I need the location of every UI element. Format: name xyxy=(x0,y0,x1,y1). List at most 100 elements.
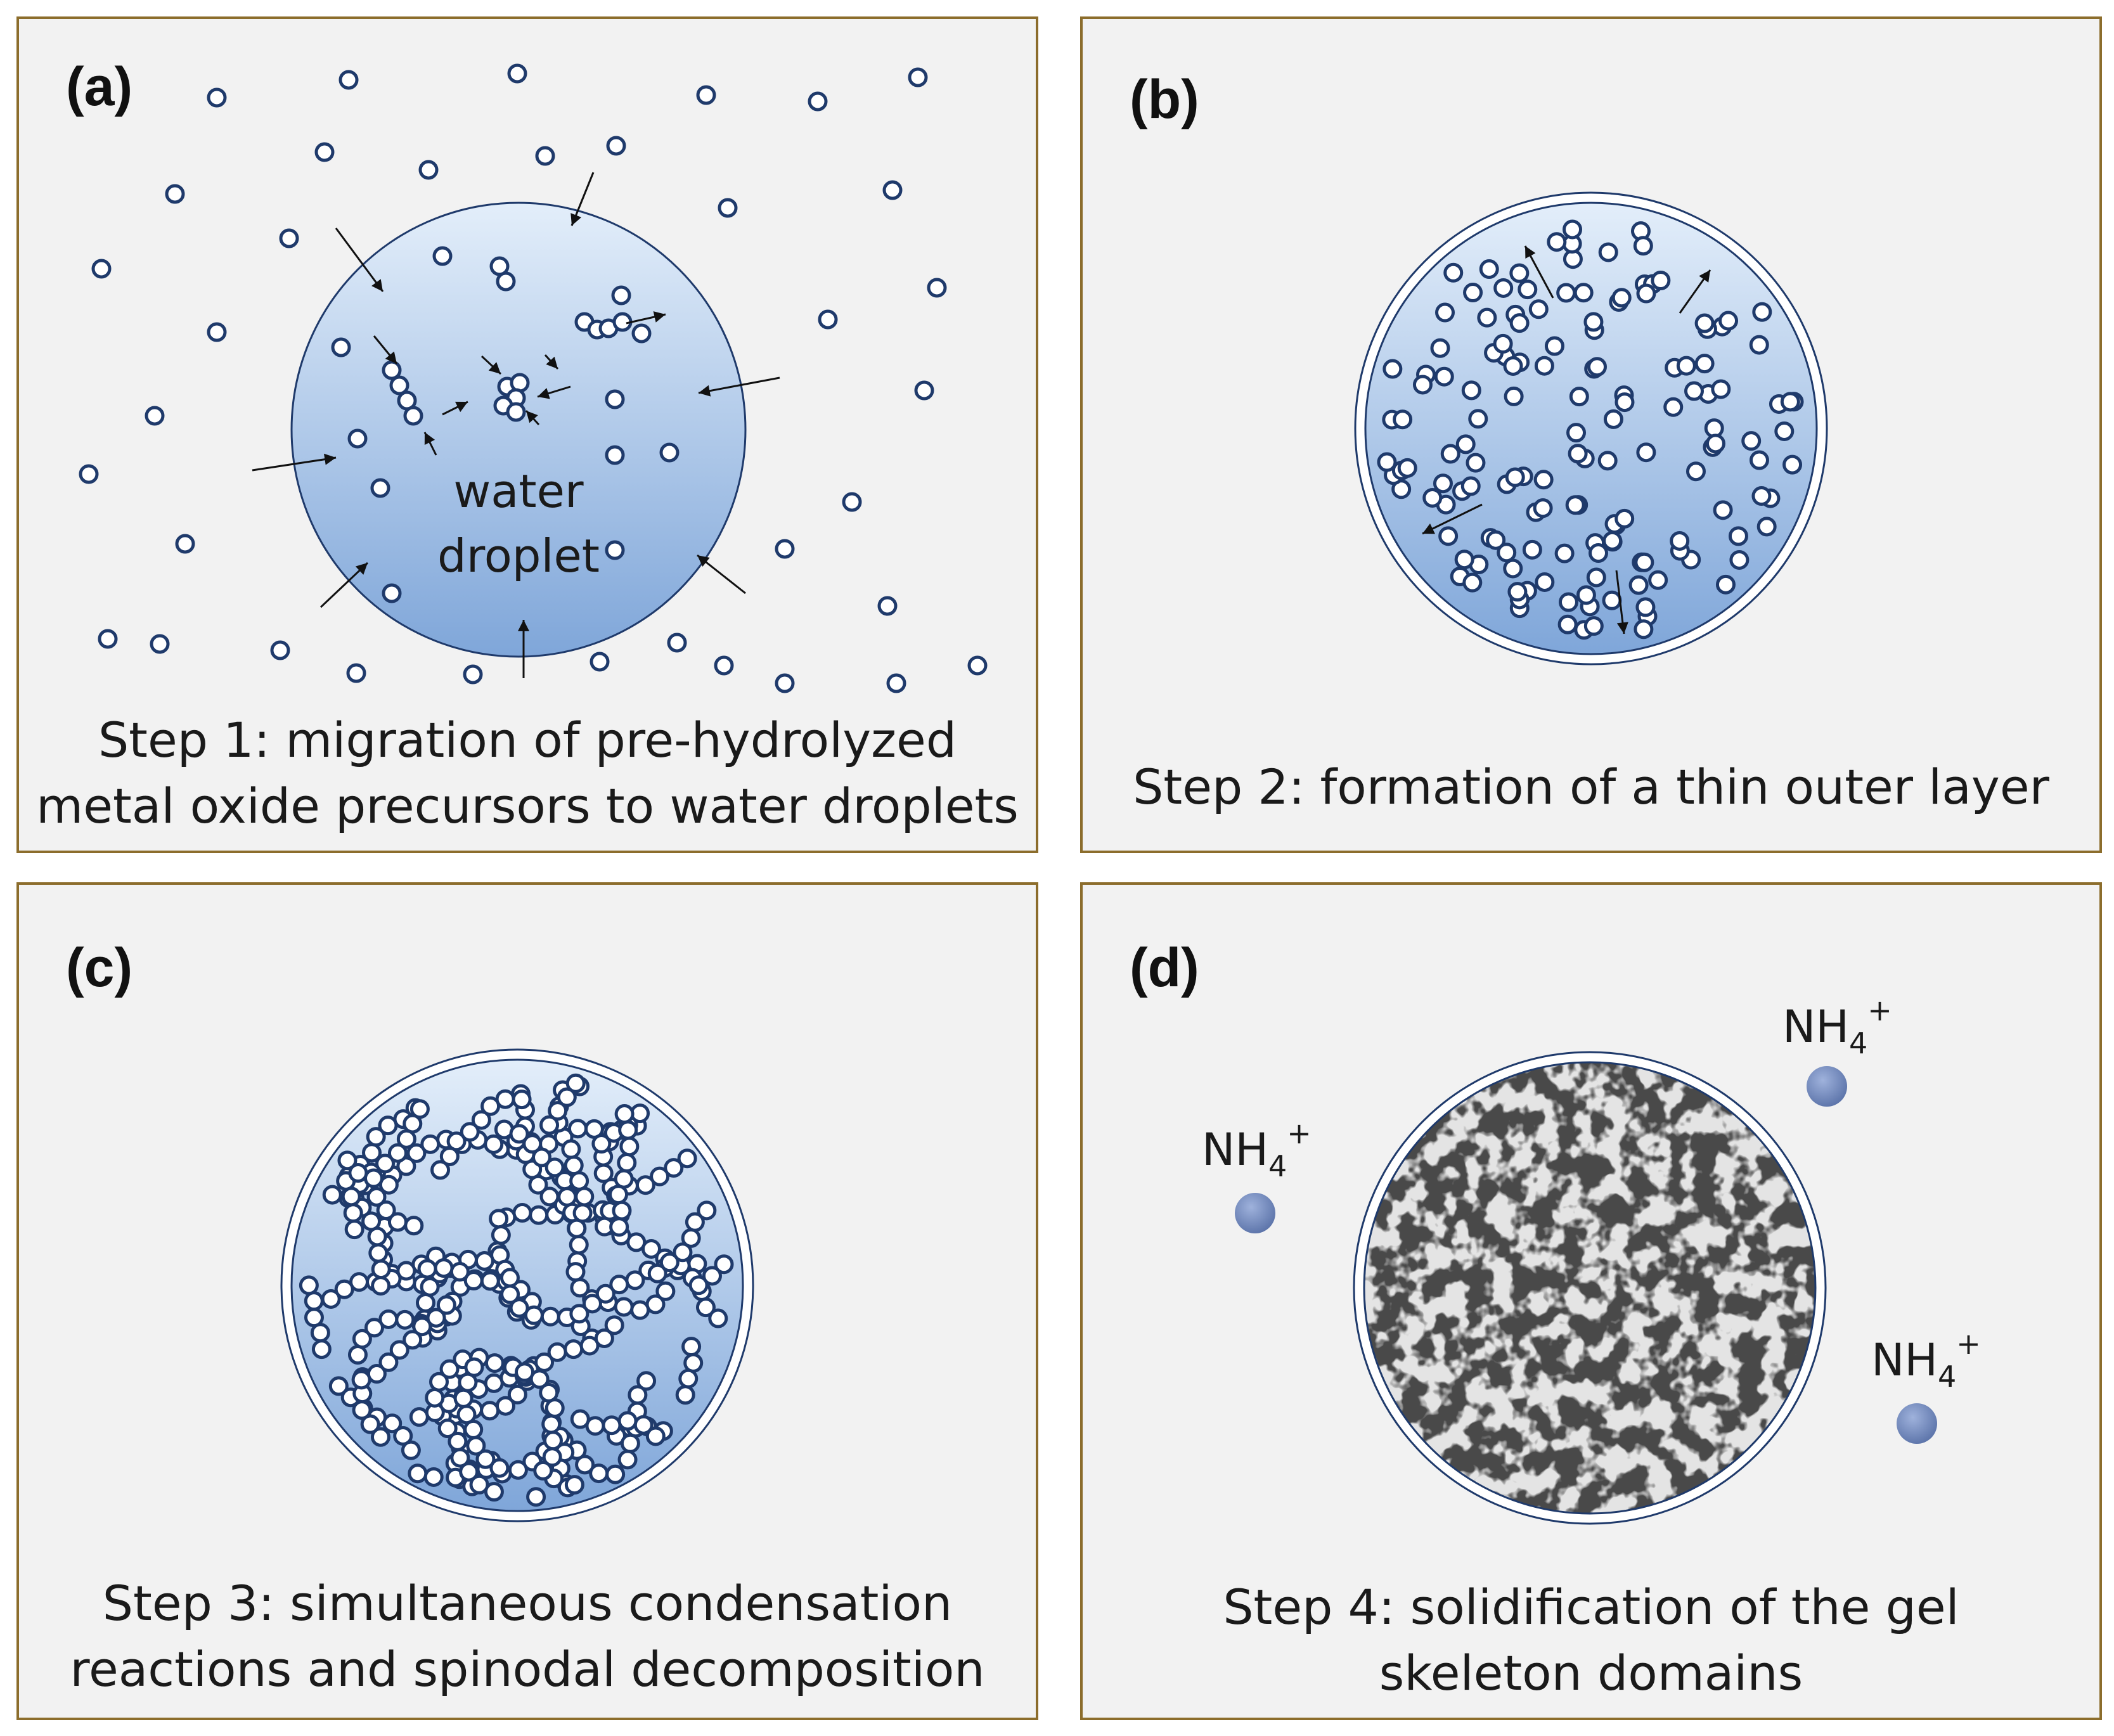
precursor-particle xyxy=(605,445,625,465)
chain-particle xyxy=(389,1340,409,1360)
precursor-particle xyxy=(775,539,795,559)
panel-a-caption: Step 1: migration of pre-hydrolyzed meta… xyxy=(19,707,1036,839)
chain-particle xyxy=(529,1205,549,1225)
precursor-particle xyxy=(877,596,898,616)
chain-particle xyxy=(437,1418,458,1439)
chain-particle xyxy=(677,1148,697,1169)
chain-particle xyxy=(702,1266,722,1286)
ammonium-base: NH xyxy=(1202,1124,1268,1176)
panel-b-label: (b) xyxy=(1130,69,1199,130)
gel-particle xyxy=(1455,434,1476,454)
chain-particle xyxy=(612,1200,632,1221)
gel-skeleton-texture xyxy=(1364,1062,1815,1514)
chain-particle xyxy=(480,1271,500,1291)
chain-particle xyxy=(366,1127,386,1147)
gel-particle xyxy=(1509,263,1530,283)
chain-particle xyxy=(655,1281,676,1301)
gel-particle xyxy=(1648,570,1668,590)
precursor-particle xyxy=(98,629,118,649)
gel-particle xyxy=(1633,236,1653,256)
gel-particle xyxy=(1711,379,1731,399)
gel-particle xyxy=(1554,543,1575,563)
gel-particle xyxy=(1635,597,1656,617)
ammonium-label-right: NH4+ xyxy=(1871,1327,1981,1394)
chain-particle xyxy=(543,1431,563,1451)
droplet-core-outline xyxy=(1363,1061,1817,1515)
chain-particle xyxy=(453,1388,474,1408)
chain-particle xyxy=(548,1101,568,1121)
ammonium-ball-top-right xyxy=(1807,1066,1847,1107)
chain-particle xyxy=(565,1073,586,1093)
gel-particle xyxy=(1752,302,1772,322)
precursor-particle xyxy=(818,309,838,330)
chain-particle xyxy=(415,1292,435,1313)
chain-particle xyxy=(602,1415,622,1436)
precursor-particle xyxy=(432,246,453,266)
gel-particle xyxy=(1602,530,1623,551)
chain-particle xyxy=(540,1306,560,1327)
chain-particle xyxy=(489,1209,509,1229)
chain-particle xyxy=(328,1376,349,1396)
chain-particle xyxy=(426,1308,446,1328)
migration-arrow-head xyxy=(355,563,368,575)
gel-particle xyxy=(1463,283,1483,303)
gel-particle xyxy=(1503,356,1523,376)
gel-particle xyxy=(1534,356,1554,376)
chain-particle xyxy=(574,1186,595,1207)
chain-particle xyxy=(344,1219,364,1240)
gel-particle xyxy=(1533,498,1553,518)
migration-arrow-head xyxy=(697,555,710,567)
chain-particle xyxy=(408,1463,428,1484)
chain-particle xyxy=(664,1158,684,1178)
chain-particle xyxy=(614,1104,635,1124)
precursor-particle xyxy=(606,136,626,156)
gel-particle xyxy=(1568,444,1588,464)
gel-particle xyxy=(1628,575,1649,595)
chain-particle xyxy=(605,1464,626,1484)
chain-particle xyxy=(647,1263,667,1283)
ammonium-label-left: NH4+ xyxy=(1202,1116,1312,1183)
panel-b-caption-line1: Step 2: formation of a thin outer layer xyxy=(1133,759,2049,815)
precursor-particle xyxy=(418,160,439,180)
precursor-particle xyxy=(91,259,112,279)
panel-d-scene: NH4+ NH4+ NH4+ xyxy=(1202,993,1981,1525)
gel-particle xyxy=(1602,590,1622,610)
gel-particle xyxy=(1518,280,1538,300)
outward-arrow-head xyxy=(1525,246,1536,259)
chain-particle xyxy=(321,1289,341,1309)
chain-particle xyxy=(545,1157,565,1178)
gel-particle xyxy=(1466,453,1486,473)
chain-particle xyxy=(561,1139,581,1159)
gel-particle xyxy=(1589,543,1609,563)
gel-particle xyxy=(1774,421,1795,441)
outward-arrow-head xyxy=(1422,524,1435,534)
chain-particle xyxy=(311,1339,332,1360)
chain-particle xyxy=(575,1455,595,1475)
chain-particle xyxy=(589,1463,609,1484)
chain-particle xyxy=(618,1120,638,1140)
precursor-particle xyxy=(842,492,862,512)
chain-particle xyxy=(361,1211,382,1231)
chain-particle xyxy=(614,1297,634,1317)
precursor-particle xyxy=(314,142,335,162)
gel-particle xyxy=(1477,307,1497,328)
gel-particle xyxy=(1430,338,1450,358)
precursor-particle xyxy=(382,583,402,603)
chain-particle xyxy=(420,1276,440,1297)
chain-particle xyxy=(650,1166,670,1186)
precursor-particle xyxy=(659,442,680,463)
chain-particle xyxy=(630,1300,650,1320)
precursor-particle xyxy=(611,285,631,305)
chain-particle xyxy=(310,1323,330,1343)
chain-particle xyxy=(582,1294,602,1314)
panel-c: (c) Step 3: simultaneous condensation re… xyxy=(16,882,1038,1720)
gel-particle xyxy=(1565,495,1585,515)
migration-arrow-head xyxy=(546,356,558,369)
gel-particle xyxy=(1713,500,1733,520)
gel-particle xyxy=(1663,397,1684,417)
gel-particle xyxy=(1751,486,1772,506)
precursor-particle xyxy=(207,87,227,108)
precursor-particle xyxy=(714,655,734,676)
migration-arrow-head xyxy=(517,620,530,631)
gel-particle xyxy=(1438,526,1459,546)
